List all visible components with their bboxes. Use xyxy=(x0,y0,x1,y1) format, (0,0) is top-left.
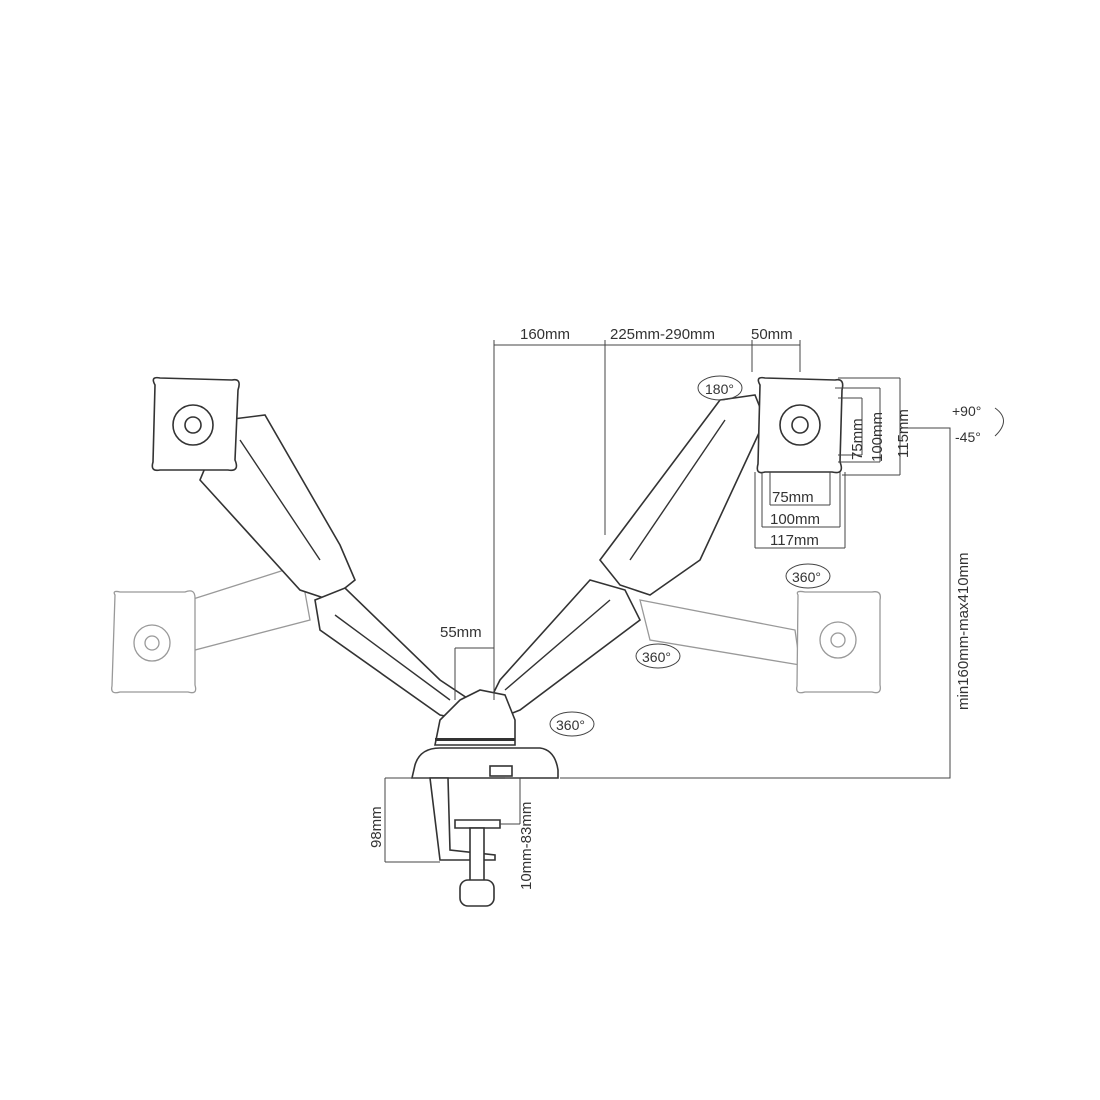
right-arm-ghost-position xyxy=(639,590,881,694)
arm-length-label: 225mm-290mm xyxy=(610,326,715,343)
rotation-180-icon: 180° xyxy=(697,375,743,401)
vesa-100-horizontal-label: 100mm xyxy=(770,511,820,528)
vesa-100-vertical-label: 100mm xyxy=(869,412,886,462)
rotation-360-arm-icon: 360° xyxy=(635,643,681,669)
pole-width-label: 55mm xyxy=(440,624,482,641)
right-vesa-plate xyxy=(756,376,844,474)
svg-text:360°: 360° xyxy=(556,717,585,733)
svg-text:360°: 360° xyxy=(642,649,671,665)
vesa-75-horizontal-label: 75mm xyxy=(772,489,814,506)
right-arm xyxy=(489,394,766,722)
tilt-down-label: -45° xyxy=(955,429,981,445)
plate-width-label: 117mm xyxy=(770,532,819,549)
plate-height-label: 115mm xyxy=(895,409,912,458)
left-arm xyxy=(199,414,471,721)
height-range-label: min160mm-max410mm xyxy=(955,552,972,710)
rotation-360-base-icon: 360° xyxy=(549,711,595,737)
svg-text:180°: 180° xyxy=(705,381,734,397)
plate-offset-label: 50mm xyxy=(751,326,793,343)
base-and-clamp xyxy=(410,689,559,907)
left-arm-ghost-position xyxy=(111,564,311,694)
tilt-up-label: +90° xyxy=(952,403,981,419)
dimension-lines xyxy=(384,340,951,863)
clamp-height-label: 98mm xyxy=(368,806,385,848)
arm-offset-label: 160mm xyxy=(520,326,570,343)
svg-text:360°: 360° xyxy=(792,569,821,585)
left-vesa-plate xyxy=(151,376,240,472)
vesa-75-vertical-label: 75mm xyxy=(849,418,866,460)
tilt-arrow-icon xyxy=(994,407,1004,437)
desk-thickness-label: 10mm-83mm xyxy=(518,802,535,890)
rotation-360-plate-icon: 360° xyxy=(785,563,831,589)
